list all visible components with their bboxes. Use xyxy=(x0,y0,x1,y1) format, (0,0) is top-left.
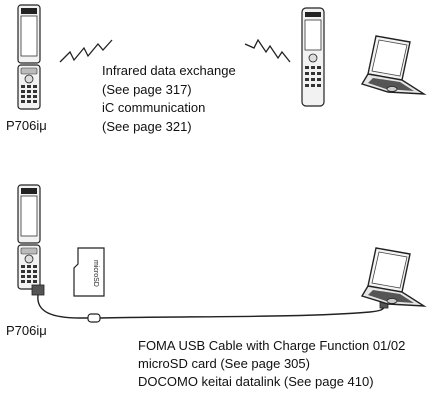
top-caption-line-3: iC communication xyxy=(102,100,206,115)
bottom-caption-line-1: FOMA USB Cable with Charge Function 01/0… xyxy=(138,338,406,353)
svg-text:microSD: microSD xyxy=(92,260,99,287)
phone-open-icon xyxy=(17,4,41,110)
bottom-caption-line-2: microSD card (See page 305) xyxy=(138,356,310,371)
top-phone-label: P706iμ xyxy=(6,118,47,133)
top-caption-line-4: (See page 321) xyxy=(102,119,192,134)
microsd-card-icon: microSD xyxy=(73,247,105,297)
infrared-signal-icon xyxy=(59,39,113,63)
phone-open-icon xyxy=(17,184,41,290)
bottom-phone-label: P706iμ xyxy=(6,323,47,338)
infrared-signal-icon xyxy=(244,38,291,63)
bottom-caption-line-3: DOCOMO keitai datalink (See page 410) xyxy=(138,374,374,389)
laptop-icon xyxy=(361,247,425,307)
laptop-icon xyxy=(361,35,425,95)
phone-closed-icon xyxy=(301,7,325,107)
usb-cable-icon xyxy=(31,284,389,323)
top-caption-line-2: (See page 317) xyxy=(102,82,192,97)
top-caption-line-1: Infrared data exchange xyxy=(102,63,236,78)
